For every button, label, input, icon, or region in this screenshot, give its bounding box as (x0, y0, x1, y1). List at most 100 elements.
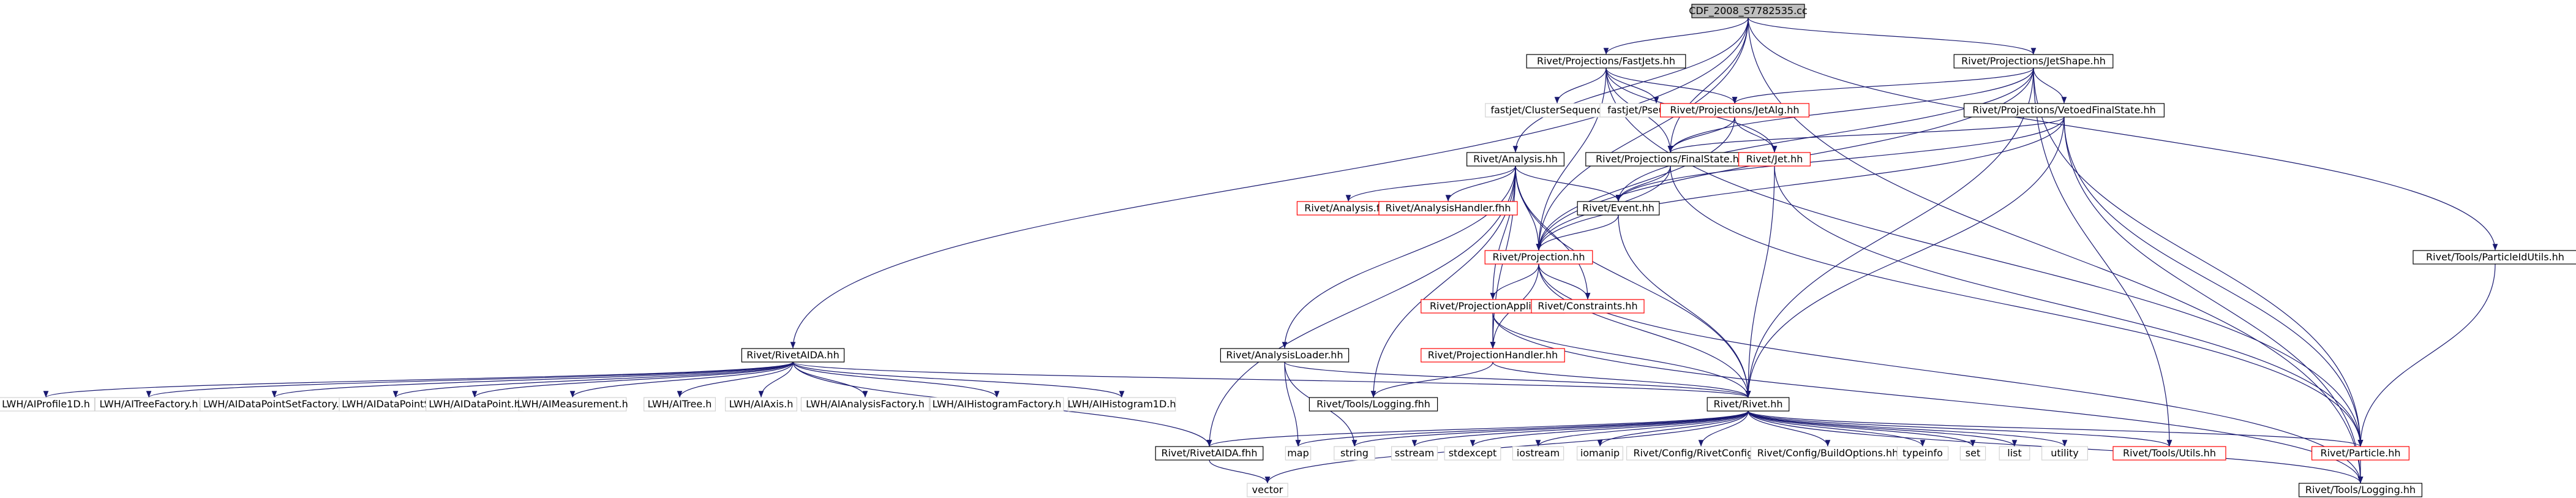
node-label: LWH/AIHistogram1D.h (1067, 398, 1176, 410)
node-box (1334, 446, 1375, 461)
edge-rivetaida-to-lwhhist1d (792, 361, 1125, 398)
node-lwhaxis: LWH/AIAxis.h (724, 397, 797, 412)
edge-aloader-to-map (1284, 361, 1301, 447)
node-papplier[interactable]: Rivet/ProjectionApplier.hh (1421, 299, 1565, 314)
node-label: fastjet/ClusterSequence.hh (1490, 104, 1623, 116)
node-box (1247, 483, 1288, 497)
node-sstream: sstream (1391, 446, 1438, 461)
node-lwhhistfac: LWH/AIHistogramFactory.h (929, 397, 1064, 412)
node-box (1309, 397, 1438, 412)
node-box (1155, 446, 1264, 461)
edge-vetoedfs-to-event (1615, 116, 2065, 202)
node-box (929, 397, 1064, 412)
node-particleutils[interactable]: Rivet/Tools/ParticleIdUtils.hh (2413, 250, 2576, 265)
node-jetshape[interactable]: Rivet/Projections/JetShape.hh (1953, 54, 2114, 69)
node-rivetaida[interactable]: Rivet/RivetAIDA.hh (741, 348, 845, 363)
node-typeinfo: typeinfo (1896, 446, 1949, 461)
node-logginghh[interactable]: Rivet/Tools/Logging.hh (2299, 483, 2423, 497)
edge-vetoedfs-to-rivethh (1745, 116, 2065, 398)
edge-rivethh-to-typeinfo (1748, 410, 1926, 447)
node-label: list (2007, 447, 2022, 459)
edge-rivetaida-to-lwhaxis (758, 361, 794, 398)
node-box (643, 397, 716, 412)
edge-projection-to-rivethh (1538, 263, 1751, 398)
node-label: LWH/AITreeFactory.h (99, 398, 198, 410)
node-vetoedfs[interactable]: Rivet/Projections/VetoedFinalState.hh (1964, 103, 2165, 118)
node-event[interactable]: Rivet/Event.hh (1577, 201, 1660, 216)
node-finalstate[interactable]: Rivet/Projections/FinalState.hh (1585, 152, 1756, 167)
edge-event-to-rivethh (1618, 214, 1751, 398)
edge-vetoedfs-to-logginghh (2063, 116, 2364, 484)
edge-rivetaida-to-lwhdps (392, 361, 794, 398)
nodes-layer: CDF_2008_S7782535.ccRivet/Projections/Fa… (0, 4, 2576, 497)
edge-analysis-to-aloader (1282, 165, 1516, 349)
node-root[interactable]: CDF_2008_S7782535.cc (1689, 4, 1808, 18)
node-box (1999, 446, 2030, 461)
node-label: Rivet/Projections/VetoedFinalState.hh (1972, 104, 2156, 116)
node-analysisfhh[interactable]: Rivet/Analysis.fhh (1296, 201, 1400, 216)
node-label: iostream (1517, 447, 1560, 459)
node-label: LWH/AIHistogramFactory.h (933, 398, 1062, 410)
edge-rivetaida-to-lwhhistfac (792, 361, 1000, 398)
edge-analysis-to-rivetaidafhh (1206, 165, 1516, 447)
edge-rivethh-to-set (1748, 410, 1976, 447)
node-label: stdexcept (1449, 447, 1497, 459)
node-label: Rivet/Particle.hh (2320, 447, 2400, 459)
node-label: Rivet/Projections/FastJets.hh (1537, 55, 1675, 67)
node-label: string (1340, 447, 1369, 459)
edge-rivethh-to-toolsutils (1748, 410, 2172, 447)
node-box (1959, 446, 1986, 461)
node-label: Rivet/Tools/Logging.hh (2305, 484, 2416, 496)
node-label: map (1287, 447, 1309, 459)
edge-jetshape-to-toolsutils (2033, 67, 2172, 447)
node-analysis[interactable]: Rivet/Analysis.hh (1466, 152, 1565, 167)
edge-aloader-to-rivethh (1284, 361, 1751, 398)
node-phandler[interactable]: Rivet/ProjectionHandler.hh (1421, 348, 1565, 363)
edge-rivethh-to-vector (1264, 410, 1749, 484)
edge-rivetaidafhh-to-vector (1209, 459, 1271, 484)
node-lwhmeas: LWH/AIMeasurement.h (517, 397, 628, 412)
node-label: set (1966, 447, 1980, 459)
node-jet[interactable]: Rivet/Jet.hh (1738, 152, 1811, 167)
node-fastjets[interactable]: Rivet/Projections/FastJets.hh (1526, 54, 1686, 69)
node-box (1067, 397, 1176, 412)
node-label: Rivet/Tools/Logging.fhh (1316, 398, 1430, 410)
edge-finalstate-to-particle (1670, 165, 2364, 447)
edge-rivethh-to-string (1351, 410, 1749, 447)
node-rivetaidafhh[interactable]: Rivet/RivetAIDA.fhh (1155, 446, 1264, 461)
node-aloader[interactable]: Rivet/AnalysisLoader.hh (1220, 348, 1350, 363)
edge-papplier-to-rivethh (1492, 312, 1751, 398)
node-rivethh[interactable]: Rivet/Rivet.hh (1707, 397, 1790, 412)
node-list: list (1999, 446, 2030, 461)
edge-analysis-to-rivethh (1515, 165, 1751, 398)
node-box (1896, 446, 1949, 461)
node-set: set (1959, 446, 1986, 461)
node-box (1391, 446, 1438, 461)
node-label: typeinfo (1902, 447, 1943, 459)
node-box (2299, 483, 2423, 497)
node-label: LWH/AIAnalysisFactory.h (806, 398, 925, 410)
node-particle[interactable]: Rivet/Particle.hh (2311, 446, 2410, 461)
edge-analysis-to-loggingfhh (1370, 165, 1516, 398)
node-lwhanafac: LWH/AIAnalysisFactory.h (800, 397, 930, 412)
edge-jetalg-to-jet (1734, 116, 1778, 153)
edge-analysis-to-ahandlerfhh (1445, 165, 1516, 202)
edge-root-to-rivetaida (790, 17, 1749, 349)
node-label: Rivet/Projections/JetShape.hh (1961, 55, 2106, 67)
node-projection[interactable]: Rivet/Projection.hh (1484, 250, 1593, 265)
node-clusterseq: fastjet/ClusterSequence.hh (1485, 103, 1629, 118)
node-ahandlerfhh[interactable]: Rivet/AnalysisHandler.fhh (1378, 201, 1518, 216)
node-rivetconfig: Rivet/Config/RivetConfig.hh (1626, 446, 1776, 461)
node-label: Rivet/AnalysisHandler.fhh (1386, 202, 1511, 214)
node-loggingfhh[interactable]: Rivet/Tools/Logging.fhh (1309, 397, 1438, 412)
node-lwhhist1d: LWH/AIHistogram1D.h (1067, 397, 1176, 412)
node-constraints[interactable]: Rivet/Constraints.hh (1531, 299, 1645, 314)
node-label: LWH/AIDataPointSetFactory.h (203, 398, 345, 410)
node-box (1378, 201, 1518, 216)
node-toolsutils[interactable]: Rivet/Tools/Utils.hh (2112, 446, 2226, 461)
node-box (724, 397, 797, 412)
node-label: Rivet/Config/RivetConfig.hh (1633, 447, 1768, 459)
node-jetalg[interactable]: Rivet/Projections/JetAlg.hh (1660, 103, 1810, 118)
node-lwhdpsfac: LWH/AIDataPointSetFactory.h (200, 397, 350, 412)
edge-rivetaida-to-lwhdp (471, 361, 794, 398)
